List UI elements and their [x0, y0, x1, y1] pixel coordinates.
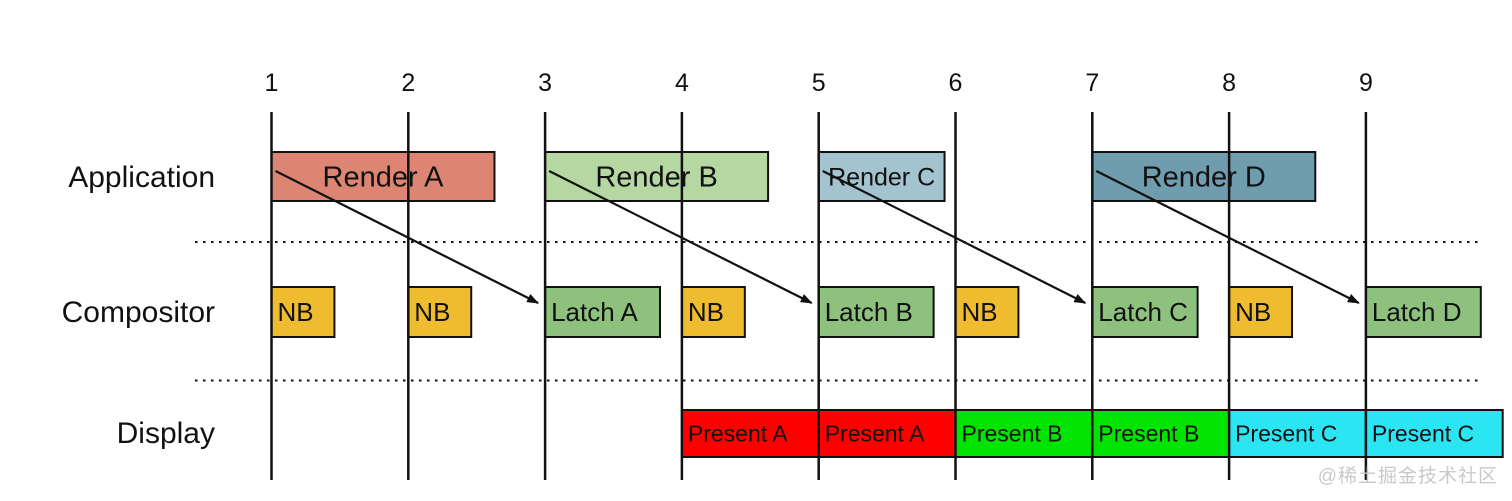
box-label-nb: NB [278, 297, 314, 327]
box-label-latch-b: Latch B [825, 297, 913, 327]
box-label-render-c: Render C [828, 163, 935, 191]
box-label-present-b: Present B [1098, 421, 1199, 447]
box-label-render-b: Render B [595, 162, 718, 194]
tick-label-2: 2 [401, 69, 415, 97]
box-label-present-a: Present A [825, 421, 925, 447]
arrow-render-c-to-latch-c [822, 170, 1087, 304]
box-nb [1228, 286, 1294, 338]
tick-label-8: 8 [1222, 69, 1236, 97]
row-label-application: Application [68, 161, 215, 194]
box-latch-a [544, 286, 662, 338]
box-label-nb: NB [1235, 297, 1271, 327]
box-render-b [544, 151, 770, 202]
box-label-present-b: Present B [962, 421, 1063, 447]
box-label-latch-a: Latch A [551, 297, 638, 327]
watermark: @稀土掘金技术社区 [1317, 466, 1498, 487]
tick-label-6: 6 [949, 69, 963, 97]
box-label-present-c: Present C [1372, 421, 1474, 447]
box-render-d [1091, 151, 1317, 202]
row-label-display: Display [116, 417, 215, 450]
box-latch-d [1364, 286, 1482, 338]
tick-label-7: 7 [1085, 69, 1099, 97]
tick-label-9: 9 [1359, 69, 1373, 97]
box-label-latch-d: Latch D [1372, 297, 1462, 327]
box-label-nb: NB [414, 297, 450, 327]
box-label-nb: NB [688, 297, 724, 327]
box-label-render-a: Render A [323, 162, 445, 194]
tick-label-5: 5 [812, 69, 826, 97]
box-label-latch-c: Latch C [1098, 297, 1188, 327]
box-label-present-a: Present A [688, 421, 788, 447]
tick-label-4: 4 [675, 69, 689, 97]
box-label-present-c: Present C [1235, 421, 1337, 447]
box-present-a [680, 409, 820, 458]
row-label-compositor: Compositor [61, 296, 215, 329]
box-nb [270, 286, 336, 338]
arrow-render-b-to-latch-b [548, 170, 813, 304]
box-latch-c [1091, 286, 1199, 338]
box-label-render-d: Render D [1142, 162, 1266, 194]
arrow-render-d-to-latch-d [1095, 170, 1360, 304]
box-present-c [1364, 409, 1504, 458]
tick-label-3: 3 [538, 69, 552, 97]
arrow-render-a-to-latch-a [275, 170, 539, 304]
tick-label-1: 1 [265, 69, 279, 97]
box-label-nb: NB [962, 297, 998, 327]
